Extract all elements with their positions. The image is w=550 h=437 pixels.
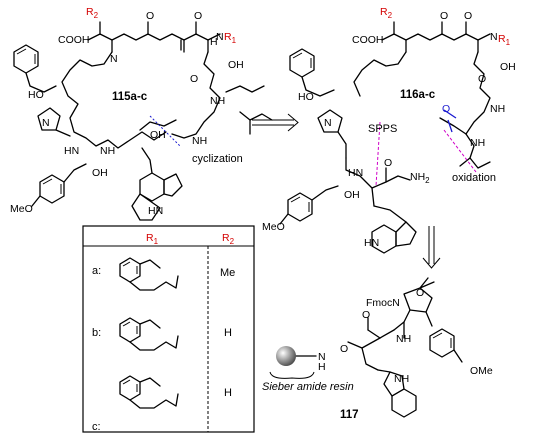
- resin-bead: [276, 346, 296, 366]
- hn-indole-right: HN: [364, 237, 379, 249]
- oh-right-bottom: OH: [344, 189, 360, 201]
- oh-left-top: OH: [228, 59, 244, 71]
- hn-left-2: NH: [100, 145, 115, 157]
- row-b-r2: H: [224, 327, 232, 339]
- n-pro-right: N: [324, 117, 332, 129]
- retro-arrow-vertical: [422, 226, 441, 269]
- n-r1-left: N: [216, 31, 224, 43]
- cyclization-line: [149, 115, 181, 147]
- o-ester-right: O: [478, 73, 486, 85]
- ome-117: OMe: [470, 365, 493, 377]
- spps-line: [375, 121, 381, 187]
- nh-left-1: N: [110, 53, 118, 65]
- cooh-right: COOH: [352, 34, 384, 46]
- structure-117: [347, 277, 463, 418]
- structure-116: [279, 21, 491, 254]
- hn-left-1: HN: [64, 145, 79, 157]
- oh-cycl-left: OH: [150, 129, 166, 141]
- substituent-table: [82, 225, 255, 433]
- o-ring-117: O: [416, 287, 424, 299]
- row-c-label: c:: [92, 421, 101, 433]
- compound-117-label: 117: [340, 409, 359, 421]
- resin-brace: [269, 371, 315, 379]
- ho-right: HO: [298, 91, 314, 103]
- ho-left: HO: [28, 89, 44, 101]
- o-amide-117b: O: [340, 343, 348, 355]
- nh-left-4: NH: [210, 95, 225, 107]
- o-left-1: O: [146, 10, 154, 22]
- row-a-label: a:: [92, 265, 101, 277]
- meo-right: MeO: [262, 221, 285, 233]
- o-aldehyde: O: [442, 103, 450, 115]
- hn-indole-left: HN: [148, 205, 163, 217]
- o-right-2: O: [464, 10, 472, 22]
- table-header-r1: R1: [146, 232, 159, 246]
- o-left-2: O: [194, 10, 202, 22]
- nh-right-4: NH: [490, 103, 505, 115]
- resin-name-label: Sieber amide resin: [262, 381, 354, 393]
- oh-right-top: OH: [500, 61, 516, 73]
- n-resin: N: [318, 351, 326, 363]
- o-amide-right: O: [384, 157, 392, 169]
- compound-115-label: 115a-c: [112, 91, 148, 103]
- row-b-label: b:: [92, 327, 101, 339]
- aldehyde-fragment: [443, 109, 457, 133]
- compound-116-label: 116a-c: [400, 89, 436, 101]
- table-header-r2: R2: [222, 232, 235, 246]
- nh-left-3: NH: [192, 135, 207, 147]
- o-ester-left: O: [190, 73, 198, 85]
- row-c-r2: H: [224, 387, 232, 399]
- o-right-1: O: [440, 10, 448, 22]
- nh2-right: NH2: [410, 171, 430, 185]
- r2-right-label: R2: [380, 6, 393, 20]
- n-pro-left: N: [42, 117, 50, 129]
- hn-right-1: HN: [348, 167, 363, 179]
- spps-label: SPPS: [368, 123, 397, 135]
- cooh-left: COOH: [58, 34, 90, 46]
- oh-left-bottom: OH: [92, 167, 108, 179]
- h-resin: H: [318, 361, 326, 373]
- nh-117-1: NH: [396, 333, 411, 345]
- o-amide-117: O: [362, 309, 370, 321]
- r1-right-label: R1: [498, 33, 511, 47]
- row-a-r2: Me: [220, 267, 235, 279]
- structure-115: [13, 21, 273, 221]
- nh-right-ox: NH: [470, 137, 485, 149]
- n-r1-right: N: [490, 31, 498, 43]
- retro-arrow-horizontal: [252, 113, 299, 132]
- oxidation-line: [443, 129, 477, 173]
- nh-left-2: H: [210, 36, 218, 48]
- r2-left-label: R2: [86, 6, 99, 20]
- nh-indole-117: NH: [394, 373, 409, 385]
- r1-left-label: R1: [224, 31, 237, 45]
- cyclization-label: cyclization: [192, 153, 243, 165]
- meo-left: MeO: [10, 203, 33, 215]
- fmoc-label: FmocN: [366, 297, 400, 309]
- oxidation-label: oxidation: [452, 172, 496, 184]
